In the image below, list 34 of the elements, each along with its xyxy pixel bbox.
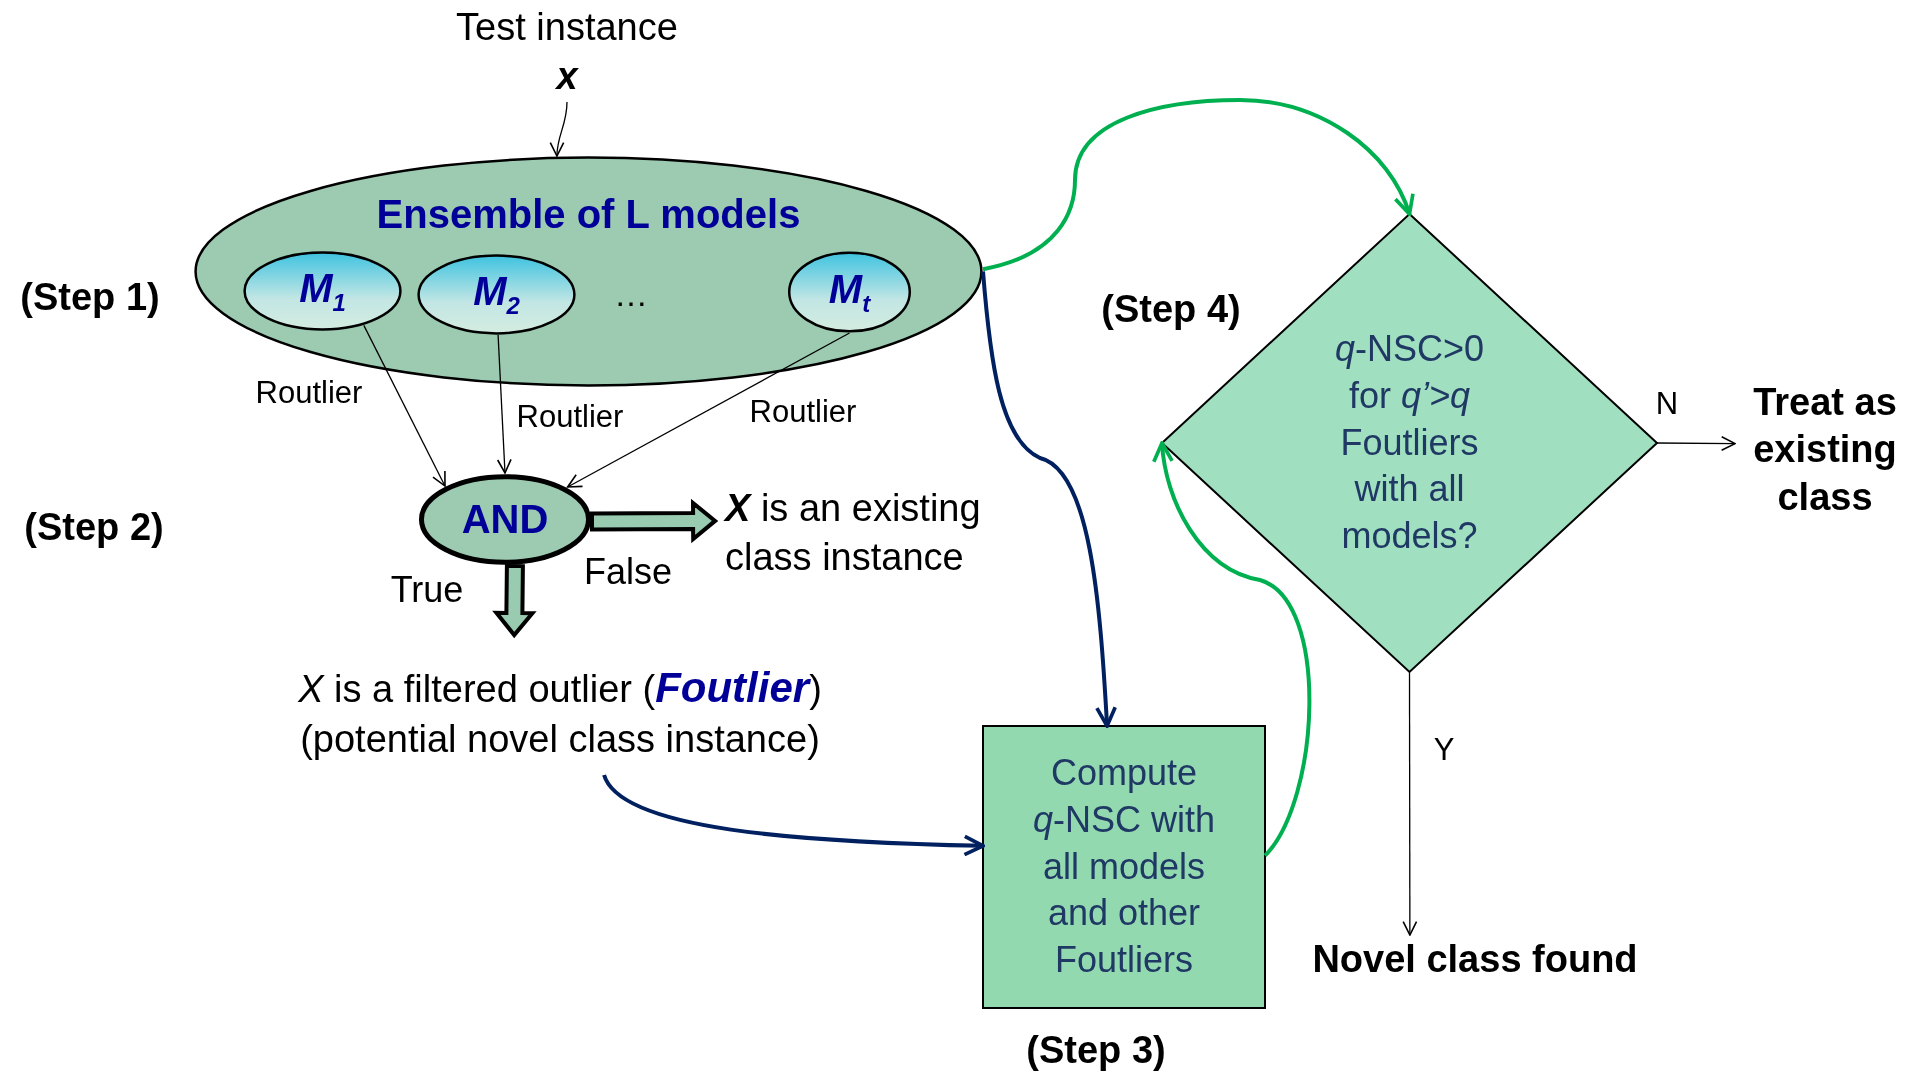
node-label: Compute q-NSC with all models and other Foutliers — [1031, 751, 1217, 983]
ellipsis-text: … — [614, 274, 648, 314]
arrow — [496, 334, 512, 474]
node-label: M$_{1}$ — [299, 265, 346, 317]
curved-arrow — [982, 98, 1414, 272]
step-label: (Step 1) — [20, 275, 160, 319]
curved-arrow — [981, 271, 1117, 728]
node-label: q-NSC>0 for q’>q Foutliers with all models? — [1333, 327, 1486, 559]
node-label: AND — [461, 497, 549, 542]
arrow — [1402, 671, 1418, 936]
outcome-text: X is an existing class instance — [725, 485, 982, 580]
node-label: M$_{t}$ — [828, 266, 871, 318]
curved-arrow — [602, 774, 985, 857]
model-ellipse — [243, 251, 402, 331]
outcome-text: Novel class found — [1312, 937, 1638, 983]
block-arrow — [590, 498, 719, 544]
arrow — [1656, 436, 1736, 451]
block-arrow — [492, 563, 537, 639]
process-box — [983, 726, 1265, 1008]
curved-arrow — [1152, 441, 1312, 857]
arrow — [566, 332, 851, 488]
model-ellipse — [417, 254, 576, 335]
node-label: Ensemble of L models — [376, 192, 801, 237]
model-ellipse — [788, 251, 911, 333]
arrow — [363, 324, 446, 487]
node-label: M$_{2}$ — [473, 269, 520, 320]
arrow — [550, 101, 568, 157]
outcome-text: Treat as existing class — [1752, 379, 1898, 520]
outcome-text: X is a filtered outlier (Foutlier) (potential novel class instance) — [297, 662, 823, 763]
step-label: (Step 3) — [1026, 1028, 1166, 1072]
step-label: (Step 2) — [24, 505, 164, 549]
variable-text: x — [556, 54, 578, 99]
caption-text: Test instance — [456, 4, 678, 50]
step-label: (Step 4) — [1101, 287, 1241, 331]
